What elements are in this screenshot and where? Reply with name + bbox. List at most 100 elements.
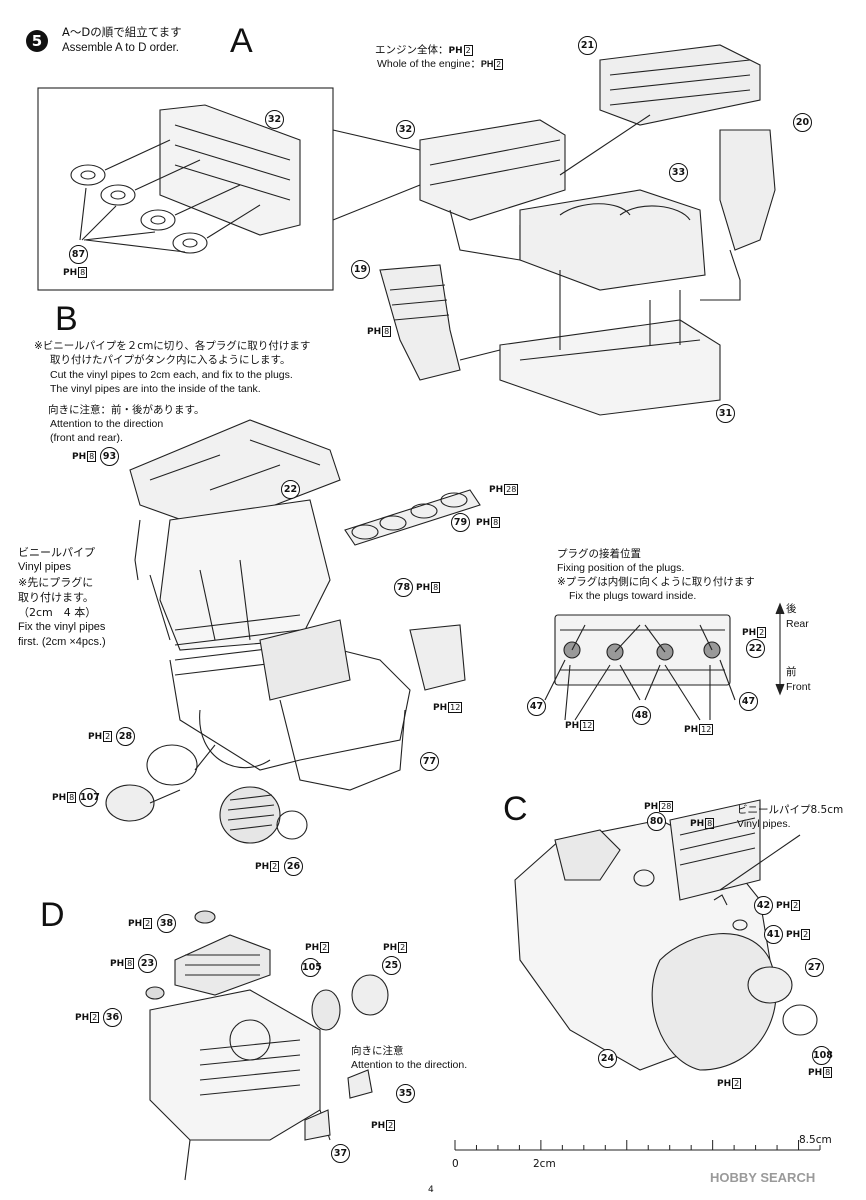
part-32-callout: 32 [396,120,415,139]
part-23-callout: 23 [138,954,157,973]
vinyl-pipe-note-jp-1: ※先にプラグに [18,576,94,589]
vinyl-pipe-note-jp-2: 取り付けます。 [18,591,94,604]
part-33-callout: 33 [669,163,688,182]
rear-label-jp: 後 [786,603,797,615]
direction-note-d-jp: 向きに注意 [351,1045,404,1057]
plugs-title-jp: プラグの接着位置 [557,548,641,560]
vinyl-pipe-qty-jp: （2cm 4 本） [18,606,97,619]
direction-note-jp: 向きに注意：前・後があります。 [48,404,205,416]
rear-label-en: Rear [786,618,809,630]
scale-mid-label: 2cm [533,1158,556,1170]
vinyl-pipe-note-en-2: first. (2cm ×4pcs.) [18,636,106,648]
scale-zero-label: 0 [452,1158,459,1170]
front-label-en: Front [786,681,811,693]
part-47-callout-right: 47 [739,692,758,711]
vinyl-pipe-note-en-1: Fix the vinyl pipes [18,621,106,633]
section-c-label: C [503,790,528,828]
plugs-note-en: Fix the plugs toward inside. [569,590,697,602]
part-42-callout: 42 [754,896,773,915]
vinyl-note-en-2: The vinyl pipes are into the inside of t… [50,383,261,395]
part-22-plug-callout: 22 [746,639,765,658]
part-36-callout: 36 [103,1008,122,1027]
part-37-callout: 37 [331,1144,350,1163]
direction-note-d-en: Attention to the direction. [351,1059,468,1071]
front-label-jp: 前 [786,666,797,678]
part-20-callout: 20 [793,113,812,132]
part-22-callout: 22 [281,480,300,499]
part-107-callout: 107 [79,788,100,807]
part-87-callout: 87 [69,245,88,264]
section-d-label: D [40,896,65,934]
part-108-callout: 108 [812,1046,833,1065]
step-title-en: Assemble A to D order. [62,42,179,54]
section-a-label: A [230,22,253,60]
part-24-callout: 24 [598,1049,617,1068]
watermark: HOBBY SEARCH [710,1170,816,1185]
part-21-callout: 21 [578,36,597,55]
step-title-jp: A〜Dの順で組立てます [62,25,182,39]
vinyl-pipe-jp: ビニールパイプ [18,546,95,559]
part-27-callout: 27 [805,958,824,977]
part-80-callout: 80 [647,812,666,831]
part-105-callout: 105 [301,958,322,977]
part-35-callout: 35 [396,1084,415,1103]
part-28-callout: 28 [116,727,135,746]
vinyl-note-en-1: Cut the vinyl pipes to 2cm each, and fix… [50,369,293,381]
part-48-callout: 48 [632,706,651,725]
direction-note-en-2: (front and rear). [50,432,123,444]
part-77-callout: 77 [420,752,439,771]
part-79-callout: 79 [451,513,470,532]
section-b-label: B [55,300,78,338]
part-32-callout-inset: 32 [265,110,284,129]
part-93-callout: 93 [100,447,119,466]
part-19-callout: 19 [351,260,370,279]
part-26-callout: 26 [284,857,303,876]
page-number: 4 [428,1185,434,1195]
vinyl-pipe-en: Vinyl pipes [18,561,71,573]
vinyl-note-jp-1: ※ビニールパイプを２cmに切り、各プラグに取り付けます [34,340,311,352]
part-25-callout: 25 [382,956,401,975]
plugs-note-jp: ※プラグは内側に向くように取り付けます [557,576,755,588]
vinyl-note-jp-2: 取り付けたパイプがタンク内に入るようにします。 [50,354,291,366]
part-78-callout: 78 [394,578,413,597]
step-number-badge: 5 [26,30,48,52]
part-47-callout-left: 47 [527,697,546,716]
part-38-callout: 38 [157,914,176,933]
vinyl-pipe-c-en: Vinyl pipes. [737,818,791,830]
plugs-title-en: Fixing position of the plugs. [557,562,685,574]
part-31-callout: 31 [716,404,735,423]
direction-note-en-1: Attention to the direction [50,418,164,430]
scale-end-label: 8.5cm [799,1134,832,1146]
part-41-callout: 41 [764,925,783,944]
